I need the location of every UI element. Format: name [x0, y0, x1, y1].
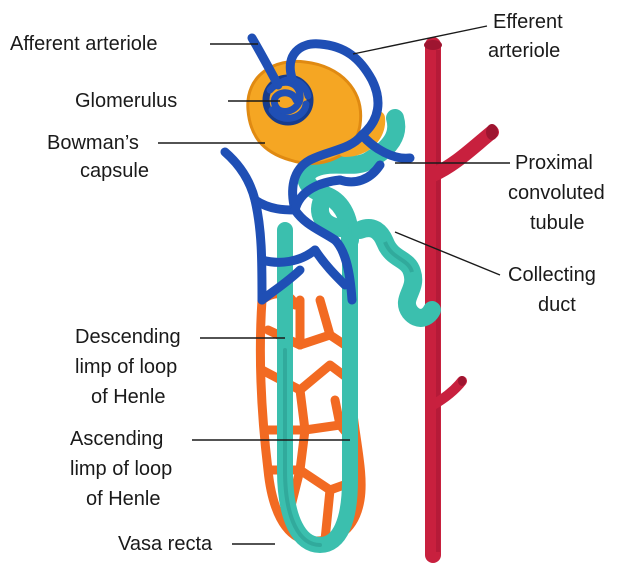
label-glomerulus: Glomerulus: [75, 88, 177, 115]
label-ascending-line2: limp of loop: [70, 456, 172, 483]
label-pct-line1: Proximal: [515, 150, 593, 177]
label-collecting-duct-line2: duct: [538, 292, 576, 319]
renal-vein-vessel: [424, 40, 498, 555]
label-descending-line2: limp of loop: [75, 354, 177, 381]
label-efferent-arteriole-line2: arteriole: [488, 38, 560, 65]
label-pct-line3: tubule: [530, 210, 585, 237]
label-ascending-line3: of Henle: [86, 486, 161, 513]
label-afferent-arteriole: Afferent arteriole: [10, 31, 158, 58]
label-efferent-arteriole-line1: Efferent: [493, 9, 563, 36]
label-pct-line2: convoluted: [508, 180, 605, 207]
label-collecting-duct-line1: Collecting: [508, 262, 596, 289]
label-bowmans-capsule-line1: Bowman’s: [47, 130, 139, 157]
label-descending-line1: Descending: [75, 324, 181, 351]
label-descending-line3: of Henle: [91, 384, 166, 411]
label-vasa-recta: Vasa recta: [118, 531, 212, 558]
label-ascending-line1: Ascending: [70, 426, 163, 453]
label-bowmans-capsule-line2: capsule: [80, 158, 149, 185]
